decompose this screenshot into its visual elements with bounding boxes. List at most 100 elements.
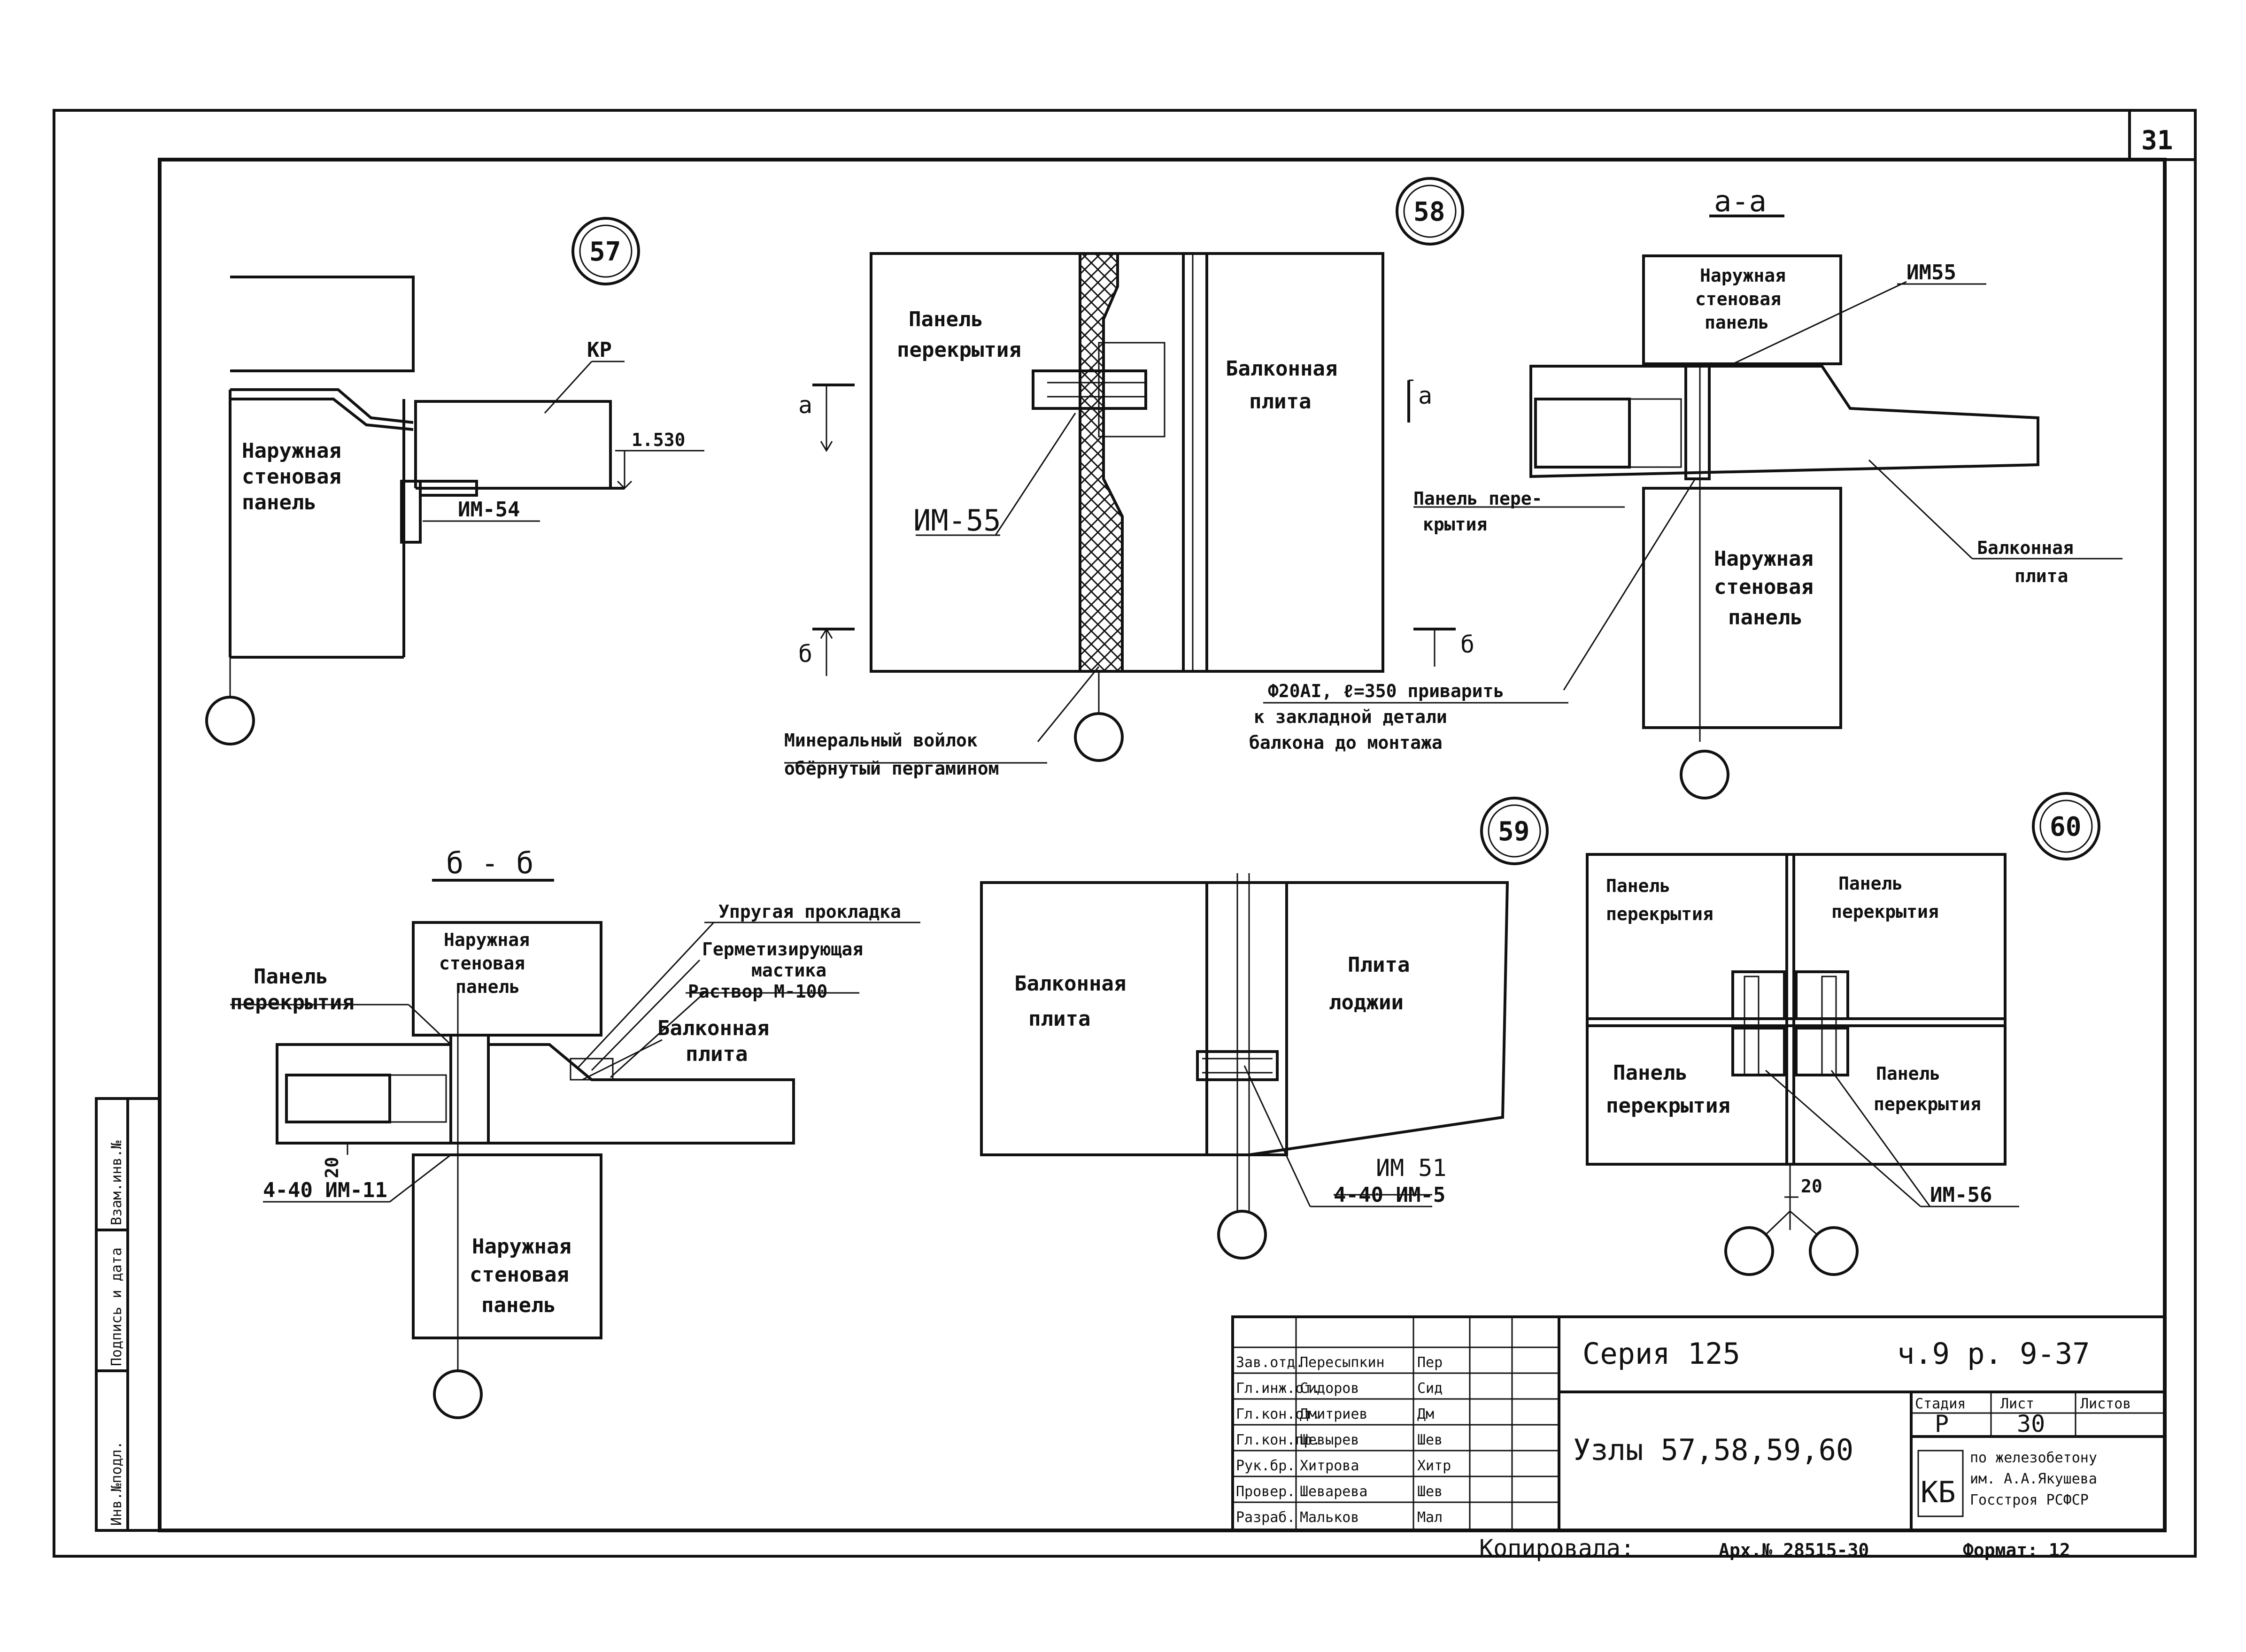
section-aa-note: Ф20АI, ℓ=350 приварить к закладной детал… — [1249, 681, 1515, 753]
section-aa-slab-label: Панель пере- крытия — [1413, 488, 1553, 535]
section-aa-title: а-а — [1714, 184, 1767, 218]
svg-text:Разраб.: Разраб. — [1236, 1509, 1295, 1526]
node-58-felt-label: Минеральный войлок обёрнутый пергамином — [784, 730, 999, 779]
node-60-tr-label: Панель перекрытия — [1831, 873, 1939, 922]
section-bb-title: б - б — [446, 846, 534, 880]
node-57-badge — [571, 217, 640, 285]
svg-text:Зав.отд.: Зав.отд. — [1236, 1354, 1304, 1371]
section-bb-wall-bottom: Наружная стеновая панель — [470, 1235, 584, 1317]
section-bb-im-label: 4-40 ИМ-11 — [263, 1178, 387, 1202]
node-57-elevation: 1.530 — [632, 430, 685, 450]
section-bb-wall-top: Наружная стеновая панель — [439, 930, 540, 997]
title-row-7: Разраб. Мальков Мал — [1236, 1509, 1443, 1526]
node-59: 59 Балконная плита Плита лоджии ИМ 51 4-… — [980, 797, 1549, 1260]
section-aa: а-а Наружная стеновая панель ИМ55 Панель… — [1249, 184, 2123, 799]
side-stamp-inv: Инв.№подл. — [108, 1441, 125, 1526]
title-org-text: по железобетону им. А.А.Якушева Госстроя… — [1970, 1450, 2106, 1508]
node-58-mark-b: б — [798, 640, 812, 668]
node-57-number: 57 — [589, 237, 621, 267]
svg-text:Пересыпкин: Пересыпкин — [1300, 1354, 1385, 1371]
svg-text:б: б — [1460, 631, 1474, 658]
title-row-2: Гл.инж.от. Сидоров Сид — [1236, 1380, 1443, 1397]
svg-text:Шев: Шев — [1417, 1483, 1443, 1500]
svg-text:Дмитриев: Дмитриев — [1300, 1406, 1368, 1422]
node-58-mark-a: а — [798, 392, 812, 419]
section-bb-mastic-label: Герметизирующая мастика — [702, 939, 874, 981]
title-issue: ч.9 р. 9-37 — [1897, 1337, 2090, 1371]
title-row-1: Зав.отд. Пересыпкин Пер — [1236, 1354, 1443, 1371]
node-60-im-label: ИМ-56 — [1930, 1183, 1992, 1207]
svg-text:Шев: Шев — [1417, 1432, 1443, 1448]
title-row-5: Рук.бр. Хитрова Хитр — [1236, 1458, 1451, 1474]
title-subject: Узлы 57,58,59,60 — [1573, 1433, 1853, 1467]
title-stage: Р — [1935, 1410, 1949, 1437]
svg-text:Сидоров: Сидоров — [1300, 1380, 1359, 1397]
svg-text:Пер: Пер — [1417, 1354, 1443, 1371]
svg-text:Хитрова: Хитрова — [1300, 1458, 1359, 1474]
title-sheet: 30 — [2017, 1410, 2045, 1437]
section-aa-balcony-label: Балконная плита — [1977, 538, 2084, 586]
section-bb-mortar-label: Раствор М-100 — [688, 981, 827, 1002]
section-bb-dim: 20 — [322, 1157, 342, 1178]
title-org-logo: КБ — [1921, 1475, 1956, 1509]
node-57: 57 Наружная стеновая панель КР 1.530 ИМ-… — [205, 217, 704, 745]
svg-text:Шеварева: Шеварева — [1300, 1483, 1368, 1500]
svg-text:Гл.кон.от.: Гл.кон.от. — [1236, 1406, 1321, 1422]
footer-archive: Арх.№ 28515-30 — [1719, 1540, 1869, 1560]
node-58-number: 58 — [1413, 197, 1445, 227]
svg-text:а: а — [1418, 382, 1432, 409]
svg-text:Гл.инж.от.: Гл.инж.от. — [1236, 1380, 1321, 1397]
node-59-im-new: ИМ 51 — [1376, 1154, 1447, 1182]
svg-text:Мальков: Мальков — [1300, 1509, 1359, 1526]
footer-copied: Копировала: — [1479, 1535, 1635, 1562]
section-bb-balcony-label: Балконная плита — [657, 1016, 782, 1066]
node-59-badge — [1480, 797, 1549, 865]
svg-text:Мал: Мал — [1417, 1509, 1443, 1526]
svg-text:Сид: Сид — [1417, 1380, 1443, 1397]
side-stamp-replace: Взам.инв.№ — [108, 1140, 125, 1225]
node-57-wall-label: Наружная стеновая панель — [242, 439, 354, 515]
node-57-kr-label: КР — [587, 338, 612, 362]
svg-text:Дм: Дм — [1417, 1406, 1434, 1422]
title-sheet-header: Лист — [2000, 1396, 2034, 1412]
title-series: Серия 125 — [1582, 1337, 1740, 1371]
svg-text:Хитр: Хитр — [1417, 1458, 1451, 1474]
node-58-balcony-label: Балконная плита — [1226, 357, 1350, 414]
node-57-im-label: ИМ-54 — [458, 498, 520, 522]
title-stage-header: Стадия — [1915, 1396, 1966, 1412]
svg-text:Рук.бр.: Рук.бр. — [1236, 1458, 1295, 1474]
node-60: 60 Панель перекрытия Панель перекрытия П… — [1586, 792, 2100, 1276]
svg-text:Провер.: Провер. — [1236, 1483, 1295, 1500]
node-59-number: 59 — [1498, 816, 1529, 847]
section-aa-im-label: ИМ55 — [1906, 261, 1956, 284]
node-60-bl-label: Панель перекрытия — [1606, 1061, 1730, 1118]
node-59-loggia-label: Плита лоджии — [1329, 953, 1422, 1014]
side-stamp-sign: Подпись и дата — [108, 1247, 125, 1366]
svg-text:Гл.кон.пр.: Гл.кон.пр. — [1236, 1432, 1321, 1448]
title-sheets-header: Листов — [2080, 1396, 2131, 1412]
section-bb-pad-label: Упругая прокладка — [718, 901, 901, 922]
svg-text:Шевырев: Шевырев — [1300, 1432, 1359, 1448]
node-60-br-label: Панель перекрытия — [1874, 1063, 1981, 1114]
title-row-6: Провер. Шеварева Шев — [1236, 1483, 1443, 1500]
title-block: Зав.отд. Пересыпкин Пер Гл.инж.от. Сидор… — [1231, 1315, 2166, 1532]
section-aa-wall-top: Наружная стеновая панель — [1695, 265, 1797, 333]
node-58-slab-label: Панель перекрытия — [897, 307, 1021, 362]
sheet-number: 31 — [2141, 125, 2173, 156]
node-60-badge — [2032, 792, 2100, 861]
section-aa-wall-bottom: Наружная стеновая панель — [1714, 547, 1826, 630]
sheet-frame: 31 — [53, 109, 2197, 1558]
node-60-tl-label: Панель перекрытия — [1606, 876, 1713, 924]
node-58-badge — [1396, 177, 1464, 246]
node-60-dim: 20 — [1801, 1176, 1822, 1197]
section-bb: б - б Панель перекрытия Наружная стенова… — [230, 846, 920, 1419]
title-row-3: Гл.кон.от. Дмитриев Дм — [1236, 1406, 1434, 1422]
node-58: 58 а б а б Панель перекрытия — [784, 177, 1474, 779]
node-60-number: 60 — [2050, 812, 2081, 842]
node-58-im-label: ИМ-55 — [913, 503, 1001, 538]
section-bb-slab-label: Панель перекрытия — [230, 965, 355, 1014]
sheet-footer: Копировала: Арх.№ 28515-30 Формат: 12 — [1479, 1535, 2070, 1562]
node-59-balcony-label: Балконная плита — [1014, 972, 1139, 1031]
footer-format: Формат: 12 — [1963, 1540, 2070, 1560]
